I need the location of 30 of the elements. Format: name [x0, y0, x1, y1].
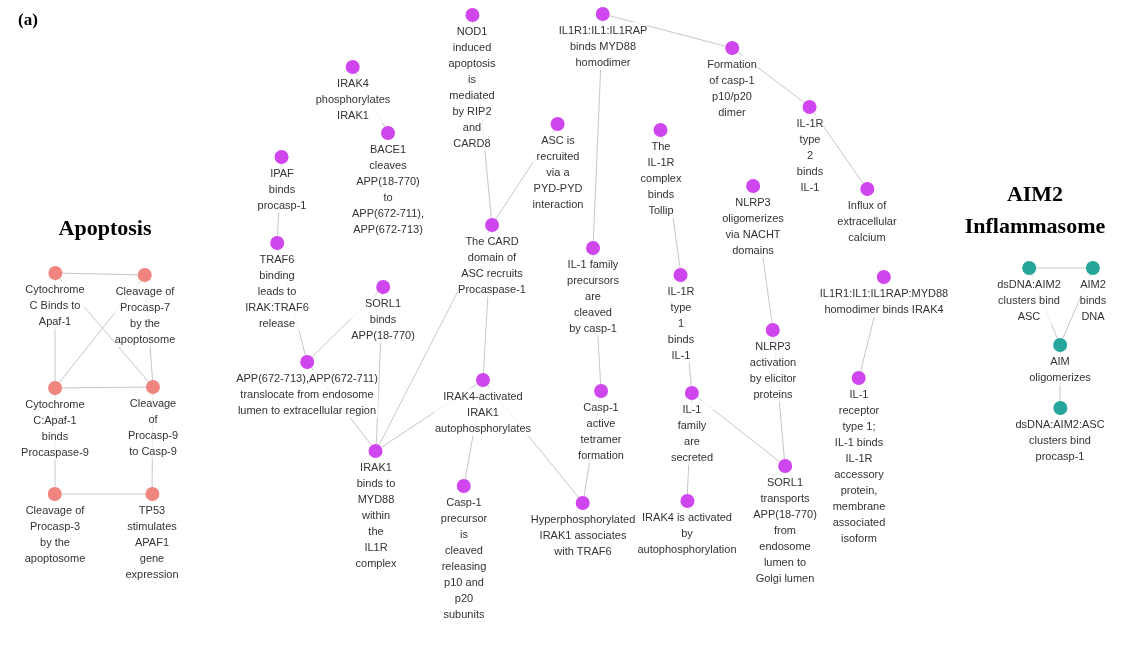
node-label: Cleavage of Procasp-9 to Casp-9: [127, 395, 179, 459]
node-label: TRAF6 binding leads to IRAK:TRAF6 release: [245, 251, 309, 331]
connector-line: [61, 272, 139, 276]
node-label: NLRP3 oligomerizes via NACHT domains: [722, 194, 784, 258]
node-label: Cytochrome C Binds to Apaf-1: [25, 281, 85, 329]
node-label: APP(672-713),APP(672-711) translocate from endosome lumen to extracellular region: [236, 370, 378, 418]
connector-line: [61, 386, 147, 389]
node-label: SORL1 binds APP(18-770): [351, 295, 415, 343]
node-label: NLRP3 activation by elicitor proteins: [749, 338, 797, 402]
node-label: IPAF binds procasp-1: [257, 165, 307, 213]
node-label: Cleavage of Procasp-7 by the apoptosome: [114, 283, 176, 347]
node-label: IL-1 family are secreted: [670, 401, 714, 465]
node-label: The CARD domain of ASC recruits Procaspase-1: [458, 233, 526, 297]
node-label: The IL-1R complex binds Tollip: [640, 138, 682, 218]
node-label: NOD1 induced apoptosis is mediated by RIP2 and CARD8: [448, 23, 496, 151]
node-label: dsDNA:AIM2 clusters bind ASC: [997, 276, 1061, 324]
node-label: IRAK4-activated IRAK1 autophosphorylates: [435, 388, 531, 436]
node-label: AIM oligomerizes: [1029, 353, 1091, 385]
panel-label: (a): [18, 9, 39, 31]
node-label: IL1R1:IL1:IL1RAP binds MYD88 homodimer: [558, 22, 648, 70]
node-label: Cytochrome C:Apaf-1 binds Procaspase-9: [21, 396, 89, 460]
node-label: IL-1R type 1 binds IL-1: [667, 283, 695, 363]
node-label: Casp-1 active tetramer formation: [578, 399, 624, 463]
node-label: IL-1 family precursors are cleaved by casp-1: [567, 256, 619, 336]
cluster-heading: AIM2 Inflammasome: [963, 180, 1107, 240]
node-label: IRAK4 phosphorylates IRAK1: [315, 75, 391, 123]
node-label: IL1R1:IL1:IL1RAP:MYD88 homodimer binds IRAK4: [819, 285, 949, 317]
connector-line: [609, 15, 726, 47]
connector-line: [697, 396, 780, 463]
cluster-heading: Apoptosis: [57, 214, 153, 242]
